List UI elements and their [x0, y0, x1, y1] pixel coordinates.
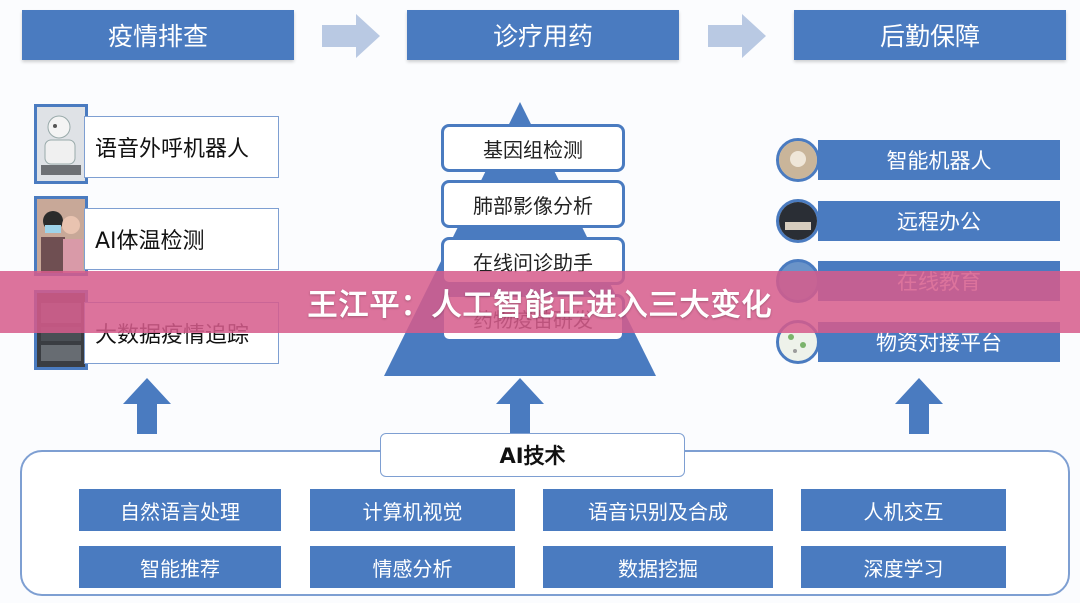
tech-speech-recognition: 语音识别及合成 — [543, 489, 773, 531]
header-logistics-support: 后勤保障 — [794, 10, 1066, 60]
up-arrow-icon — [895, 378, 943, 434]
tech-nlp: 自然语言处理 — [79, 489, 281, 531]
tech-deep-learning: 深度学习 — [801, 546, 1006, 588]
right-arrow-icon — [322, 14, 380, 58]
headline-banner: 王江平：人工智能正进入三大变化 — [0, 271, 1080, 333]
tech-human-computer-interaction: 人机交互 — [801, 489, 1006, 531]
tech-computer-vision: 计算机视觉 — [310, 489, 515, 531]
headline-text: 王江平：人工智能正进入三大变化 — [307, 288, 773, 323]
tech-data-mining: 数据挖掘 — [543, 546, 773, 588]
left-item-label: AI体温检测 — [84, 208, 279, 270]
pyramid-item-genome-testing: 基因组检测 — [441, 124, 625, 172]
ai-technology-label: AI技术 — [380, 433, 685, 477]
left-item-label: 语音外呼机器人 — [84, 116, 279, 178]
pyramid-item-lung-imaging: 肺部影像分析 — [441, 180, 625, 228]
tech-smart-recommendation: 智能推荐 — [79, 546, 281, 588]
tech-sentiment-analysis: 情感分析 — [310, 546, 515, 588]
robot-photo-icon — [34, 104, 88, 184]
right-item-label: 远程办公 — [818, 201, 1060, 241]
left-item-ai-temperature: AI体温检测 — [34, 196, 279, 276]
up-arrow-icon — [123, 378, 171, 434]
header-epidemic-screening: 疫情排查 — [22, 10, 294, 60]
up-arrow-icon — [496, 378, 544, 434]
right-item-smart-robot: 智能机器人 — [776, 138, 1061, 182]
remote-office-photo-icon — [776, 199, 820, 243]
temperature-check-photo-icon — [34, 196, 88, 276]
header-diagnosis-treatment: 诊疗用药 — [407, 10, 679, 60]
right-item-label: 智能机器人 — [818, 140, 1060, 180]
right-item-remote-office: 远程办公 — [776, 199, 1061, 243]
smart-robot-photo-icon — [776, 138, 820, 182]
right-arrow-icon — [708, 14, 766, 58]
left-item-voice-robot: 语音外呼机器人 — [34, 104, 279, 184]
